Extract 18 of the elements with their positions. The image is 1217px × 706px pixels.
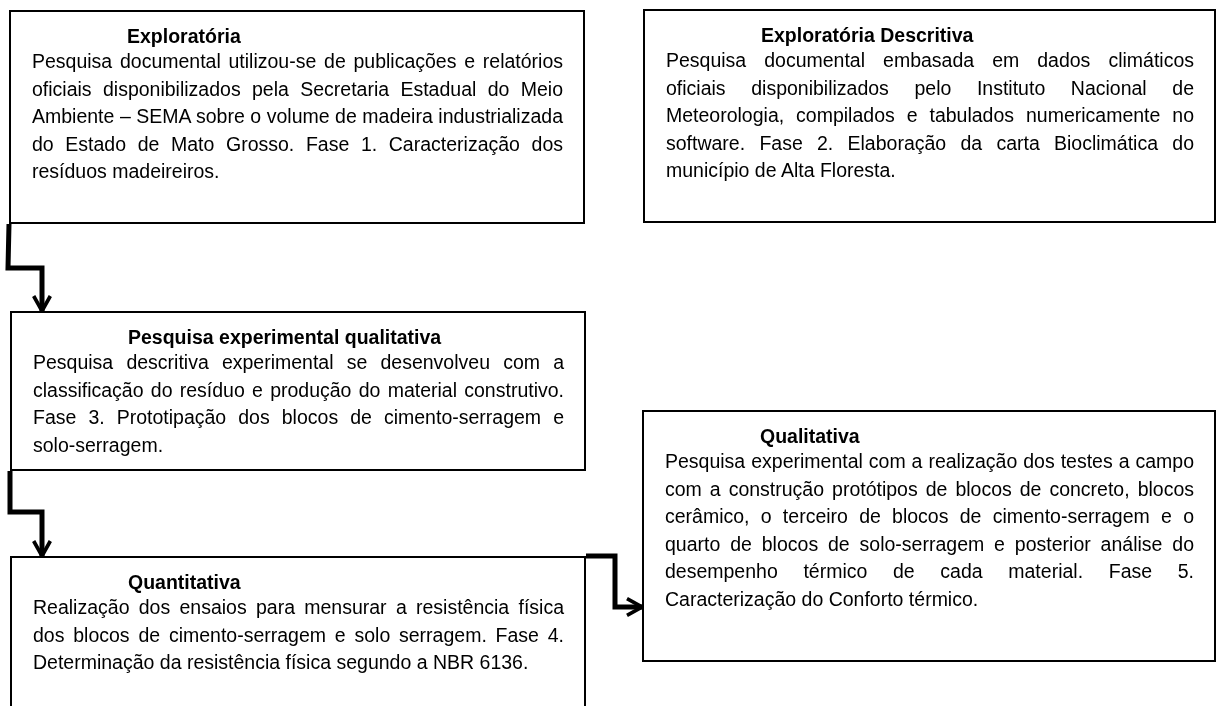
- process-box: [10, 311, 586, 471]
- box-description: Pesquisa experimental com a realização dos testes a campo com a construção protótipos de blocos de concreto, blocos cerâmico, o terceiro de blocos de cimento-serragem e o quarto de blocos de solo-serragem e posterior análise do desempenho térmico de cada material. Fase 5. Caracterização do Conforto térmico.: [665, 449, 1194, 612]
- arrow: [586, 553, 644, 618]
- process-box: [643, 9, 1216, 223]
- box-title: Exploratória: [126, 24, 242, 48]
- process-box: [642, 410, 1216, 662]
- box-title: Exploratória Descritiva: [760, 23, 975, 47]
- arrow: [5, 223, 53, 313]
- box-description: Pesquisa descritiva experimental se desenvolveu com a classificação do resíduo e produção do material construtivo. Fase 3. Prototipação dos blocos de cimento-serragem e solo-serragem.: [33, 350, 564, 458]
- box-title: Qualitativa: [759, 424, 861, 448]
- box-title: Pesquisa experimental qualitativa: [127, 325, 443, 349]
- arrow: [7, 471, 53, 558]
- box-title: Quantitativa: [127, 570, 242, 594]
- process-box: [9, 10, 585, 224]
- process-box: [10, 556, 586, 706]
- box-description: Realização dos ensaios para mensurar a resistência física dos blocos de cimento-serragem e solo serragem. Fase 4. Determinação da resistência física segundo a NBR 6136.: [33, 595, 564, 675]
- box-description: Pesquisa documental embasada em dados climáticos oficiais disponibilizados pelo Instituto Nacional de Meteorologia, compilados e tabulados numericamente no software. Fase 2. Elaboração da carta Bioclimática do município de Alta Floresta.: [666, 48, 1194, 183]
- box-description: Pesquisa documental utilizou-se de publicações e relatórios oficiais disponibilizados pela Secretaria Estadual do Meio Ambiente – SEMA sobre o volume de madeira industrializada do Estado de Mato Grosso. Fase 1. Caracterização dos resíduos madeireiros.: [32, 49, 563, 184]
